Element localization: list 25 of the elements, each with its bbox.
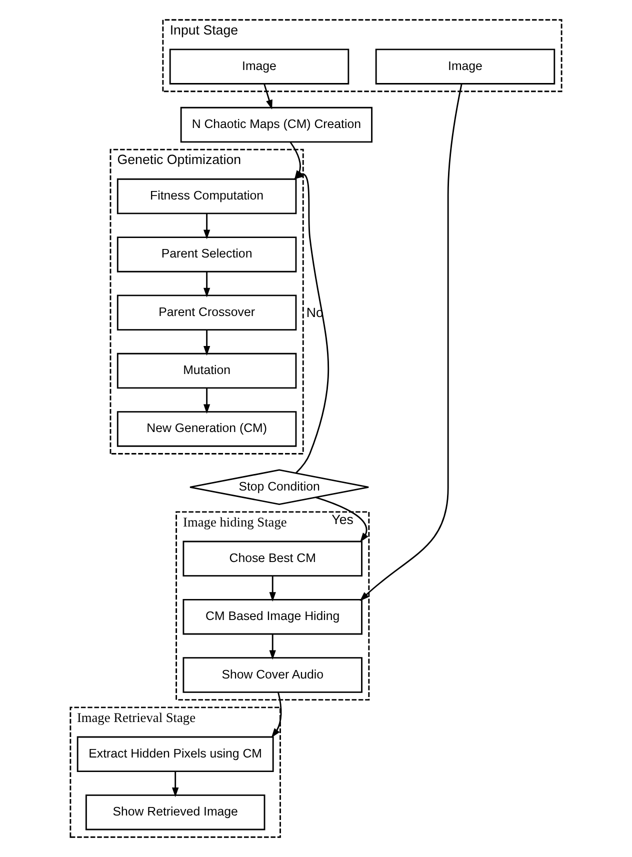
node-box: Show Retrieved Image xyxy=(85,794,266,830)
node-box: Image xyxy=(169,48,350,84)
node-box: Image xyxy=(375,48,556,84)
arrow xyxy=(360,84,462,602)
node-box: Extract Hidden Pixels using CM xyxy=(76,736,274,772)
node-box: Mutation xyxy=(116,352,297,389)
node-diamond: Stop Condition xyxy=(189,469,370,506)
arrow xyxy=(269,576,276,602)
node-box: New Generation (CM) xyxy=(116,411,297,447)
arrow xyxy=(172,771,179,798)
node-box: N Chaotic Maps (CM) Creation xyxy=(180,106,372,143)
arrow xyxy=(264,84,272,110)
node-box: Parent Crossover xyxy=(116,294,297,331)
node-box: CM Based Image Hiding xyxy=(182,598,362,635)
node-box: Show Cover Audio xyxy=(182,657,362,693)
arrow xyxy=(203,388,210,414)
edge-label: Yes xyxy=(332,512,354,527)
node-box: Fitness Computation xyxy=(116,178,297,214)
arrow xyxy=(203,272,210,298)
arrow xyxy=(203,330,210,356)
node-box: Parent Selection xyxy=(116,236,297,272)
arrow xyxy=(203,214,210,240)
arrow xyxy=(271,692,282,738)
arrow xyxy=(269,634,276,660)
node-box: Chose Best CM xyxy=(182,540,362,577)
